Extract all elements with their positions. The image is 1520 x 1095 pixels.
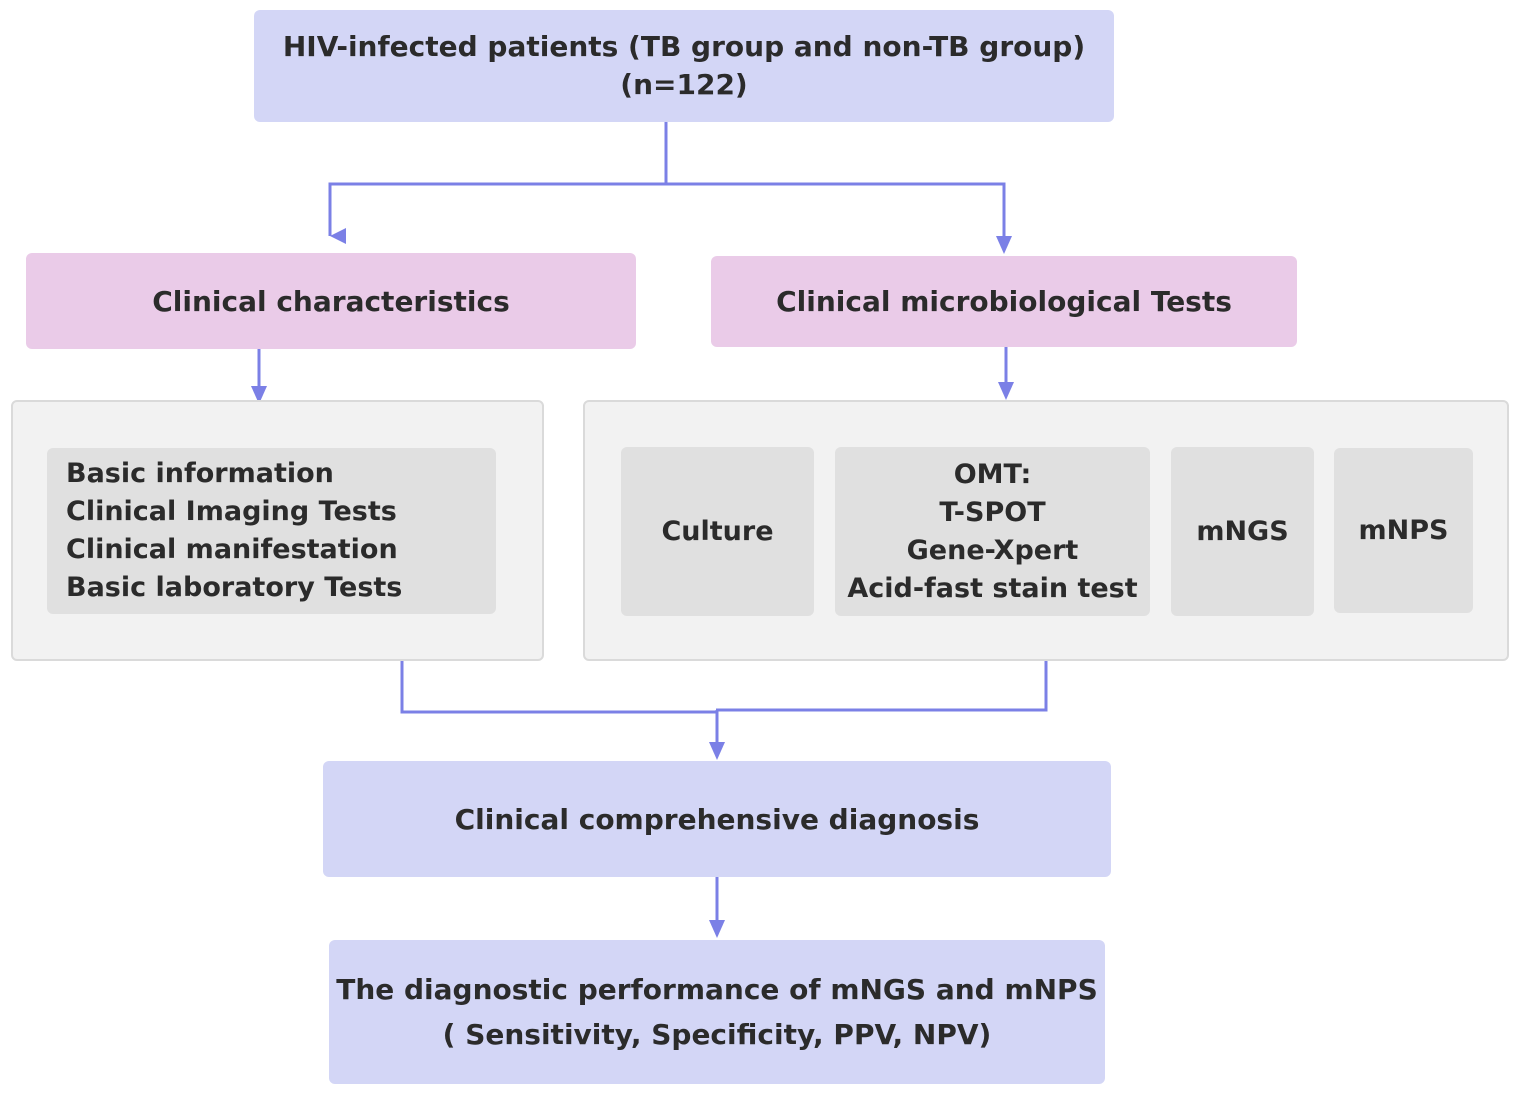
connector-top-to-left: [328, 122, 668, 244]
arrowhead-right-group: [998, 382, 1014, 400]
mngs-label: mNGS: [1196, 515, 1289, 547]
list-item: Basic information: [66, 458, 334, 489]
omt-chip: OMT: T-SPOT Gene-Xpert Acid-fast stain t…: [835, 447, 1150, 616]
hiv-patients-node: HIV-infected patients (TB group and non-…: [254, 10, 1114, 122]
clinical-diagnosis-label: Clinical comprehensive diagnosis: [454, 802, 980, 836]
omt-item: Gene-Xpert: [906, 534, 1079, 566]
clinical-characteristics-list: Basic information Clinical Imaging Tests…: [47, 448, 496, 614]
clinical-microbiological-tests-node: Clinical microbiological Tests: [711, 256, 1297, 347]
hiv-patients-line1: HIV-infected patients (TB group and non-…: [282, 30, 1086, 63]
arrowhead-right-branch: [996, 236, 1012, 254]
clinical-diagnosis-node: Clinical comprehensive diagnosis: [323, 761, 1111, 877]
mnps-label: mNPS: [1358, 514, 1449, 546]
list-item: Basic laboratory Tests: [66, 572, 403, 603]
mnps-chip: mNPS: [1334, 448, 1473, 613]
arrowhead-left-group: [251, 386, 267, 404]
omt-item: T-SPOT: [939, 496, 1046, 528]
diagnostic-performance-node: The diagnostic performance of mNGS and m…: [329, 940, 1105, 1084]
mngs-chip: mNGS: [1171, 447, 1314, 616]
connector-right-group-merge: [716, 661, 1048, 712]
arrowhead-performance: [709, 920, 725, 938]
arrowhead-diagnosis: [709, 742, 725, 760]
diagnostic-performance-line1: The diagnostic performance of mNGS and m…: [336, 973, 1098, 1006]
culture-chip: Culture: [621, 447, 814, 616]
omt-header: OMT:: [953, 458, 1032, 490]
diagnostic-performance-line2: ( Sensitivity, Specificity, PPV, NPV): [442, 1018, 992, 1051]
omt-item: Acid-fast stain test: [847, 572, 1138, 604]
hiv-patients-line2: (n=122): [620, 68, 748, 101]
clinical-characteristics-node: Clinical characteristics: [26, 253, 636, 349]
connector-left-group-merge: [400, 661, 716, 714]
clinical-characteristics-label: Clinical characteristics: [152, 284, 510, 318]
culture-label: Culture: [661, 515, 774, 547]
list-item: Clinical Imaging Tests: [66, 496, 397, 527]
clinical-microbiological-tests-label: Clinical microbiological Tests: [776, 285, 1232, 318]
list-item: Clinical manifestation: [66, 534, 398, 565]
connector-top-to-right: [666, 182, 1006, 238]
